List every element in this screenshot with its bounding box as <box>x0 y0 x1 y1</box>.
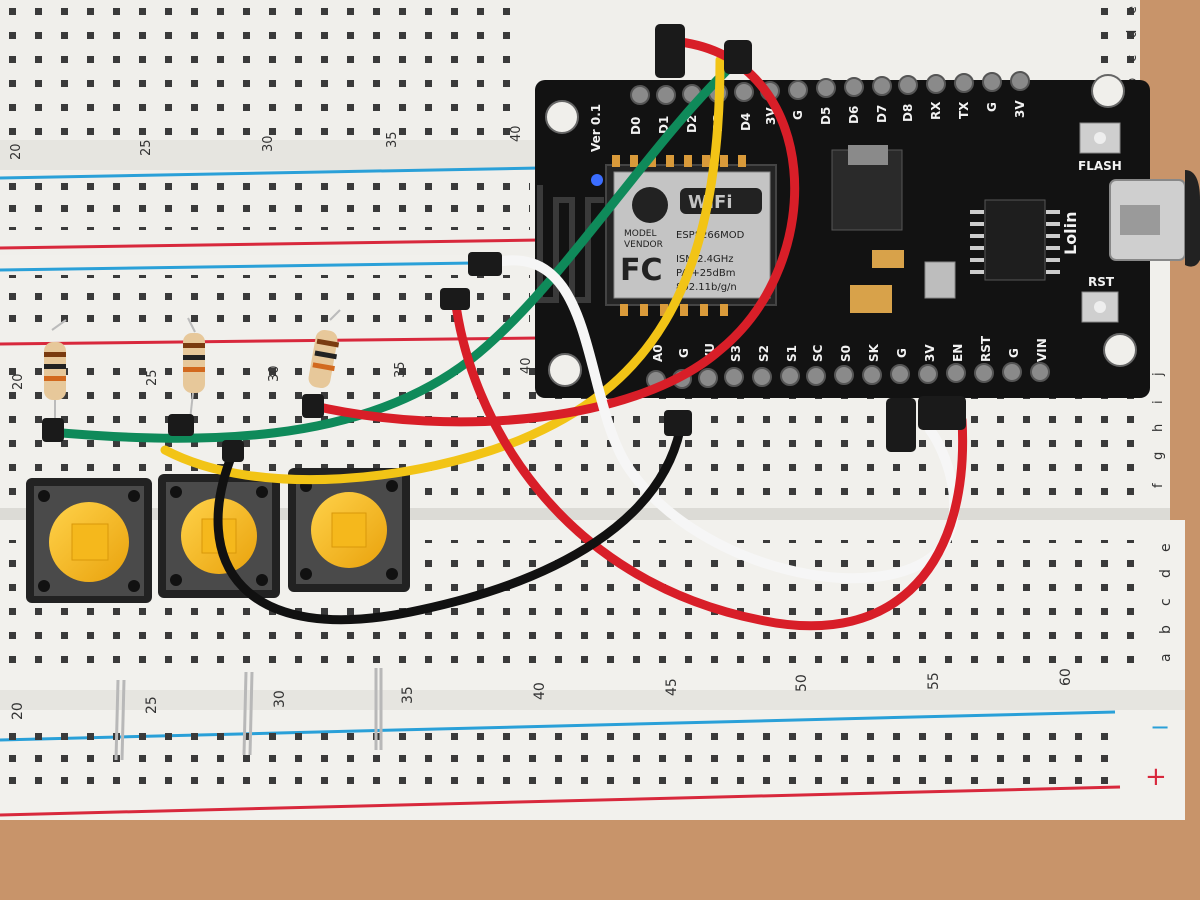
svg-text:G: G <box>985 102 999 112</box>
svg-text:30: 30 <box>272 690 288 708</box>
svg-text:c: c <box>1125 55 1140 62</box>
svg-text:VIN: VIN <box>1035 338 1049 362</box>
resistor-3 <box>308 309 341 389</box>
svg-text:ESP8266MOD: ESP8266MOD <box>676 230 745 241</box>
svg-text:45: 45 <box>664 678 680 696</box>
svg-text:MODEL: MODEL <box>624 229 656 239</box>
svg-text:50: 50 <box>794 674 810 692</box>
tantalum-capacitor-1 <box>872 250 904 268</box>
jumper-wires <box>45 37 968 631</box>
push-button-3[interactable] <box>288 468 410 592</box>
svg-text:A0: A0 <box>651 344 665 362</box>
wire-connectors <box>42 24 966 462</box>
svg-text:S0: S0 <box>839 345 853 362</box>
svg-text:a: a <box>1158 653 1174 662</box>
svg-text:e: e <box>1158 543 1174 552</box>
flash-label: FLASH <box>1078 159 1122 173</box>
rst-label: RST <box>1088 275 1115 289</box>
svg-text:D0: D0 <box>629 117 643 135</box>
svg-text:h: h <box>1151 424 1166 432</box>
nodemcu-board: D0 D1 D2 D3 D4 3V G D5 D6 D7 D8 RX TX G … <box>535 71 1200 398</box>
svg-text:PA +25dBm: PA +25dBm <box>676 268 735 279</box>
svg-text:S3: S3 <box>729 345 743 362</box>
svg-text:G: G <box>791 110 805 120</box>
svg-text:RST: RST <box>979 335 993 362</box>
svg-text:S2: S2 <box>757 345 771 362</box>
svg-text:VENDOR: VENDOR <box>624 240 663 250</box>
svg-text:ISM 2.4GHz: ISM 2.4GHz <box>676 254 734 265</box>
svg-text:D5: D5 <box>819 107 833 125</box>
svg-text:D7: D7 <box>875 105 889 123</box>
svg-text:D2: D2 <box>685 115 699 133</box>
svg-text:d: d <box>1158 569 1174 578</box>
svg-text:40: 40 <box>509 125 524 142</box>
svg-text:SK: SK <box>867 343 881 362</box>
push-button-1[interactable] <box>26 478 152 603</box>
svg-text:25: 25 <box>139 139 154 156</box>
brand-label: Lolin <box>1061 211 1080 255</box>
top-pin-labels: D0 D1 D2 D3 D4 3V G D5 D6 D7 D8 RX TX G … <box>629 100 1027 135</box>
svg-text:D8: D8 <box>901 104 915 122</box>
svg-text:20: 20 <box>9 143 24 160</box>
svg-text:20: 20 <box>10 702 26 720</box>
bottom-header-pins <box>646 362 1050 390</box>
black-wire <box>213 425 685 625</box>
crystal <box>924 261 956 299</box>
svg-text:40: 40 <box>519 357 534 374</box>
svg-text:D4: D4 <box>739 113 753 131</box>
svg-text:G: G <box>677 348 691 358</box>
svg-text:b: b <box>1158 625 1174 634</box>
svg-text:20: 20 <box>11 373 26 390</box>
svg-text:j: j <box>1151 372 1166 377</box>
svg-text:d: d <box>1125 30 1140 38</box>
column-numbers-top: 20 25 30 35 40 <box>9 125 524 160</box>
svg-text:25: 25 <box>144 696 160 714</box>
svg-text:G: G <box>1007 348 1021 358</box>
svg-text:e: e <box>1125 6 1140 14</box>
svg-text:3V: 3V <box>1013 100 1027 118</box>
resistor-legs <box>114 668 383 761</box>
svg-text:G: G <box>895 348 909 358</box>
red-wire-1 <box>305 37 800 427</box>
svg-text:f: f <box>1151 483 1166 488</box>
svg-text:c: c <box>1158 598 1174 606</box>
rail-minus-label: − <box>1150 713 1170 741</box>
svg-text:D6: D6 <box>847 106 861 124</box>
svg-text:EN: EN <box>951 344 965 362</box>
version-label: Ver 0.1 <box>589 104 603 152</box>
svg-text:3V: 3V <box>923 344 937 362</box>
svg-text:40: 40 <box>532 682 548 700</box>
svg-text:25: 25 <box>145 369 160 386</box>
svg-text:60: 60 <box>1058 668 1074 686</box>
svg-text:55: 55 <box>926 672 942 690</box>
column-numbers-bottom: 20 25 30 35 40 45 50 55 60 <box>10 668 1074 720</box>
resistor-1 <box>44 319 67 425</box>
svg-text:35: 35 <box>385 131 400 148</box>
row-letters-middle: j i h g f <box>1151 372 1166 488</box>
svg-text:S1: S1 <box>785 345 799 362</box>
column-numbers-middle: 20 25 30 35 40 <box>11 357 534 390</box>
svg-text:g: g <box>1151 452 1166 460</box>
tantalum-capacitor-2 <box>850 285 892 313</box>
svg-text:SC: SC <box>811 344 825 362</box>
svg-text:35: 35 <box>400 686 416 704</box>
blue-led <box>591 174 603 186</box>
usb-serial-chip <box>984 199 1046 281</box>
svg-text:i: i <box>1151 400 1166 404</box>
fcc-logo: FC <box>620 253 663 288</box>
top-header-pins <box>630 71 1030 105</box>
resistor-2 <box>183 317 205 421</box>
rail-plus-label: + <box>1145 762 1167 792</box>
svg-text:35: 35 <box>393 361 408 378</box>
red-wire-2 <box>450 293 968 631</box>
svg-text:802.11b/g/n: 802.11b/g/n <box>676 282 737 293</box>
yellow-wire <box>160 55 725 485</box>
svg-text:RX: RX <box>929 101 943 120</box>
usb-cable <box>1185 170 1200 267</box>
svg-text:30: 30 <box>261 135 276 152</box>
svg-text:TX: TX <box>957 101 971 119</box>
svg-text:30: 30 <box>267 365 282 382</box>
row-letters-bottom: e d c b a <box>1158 543 1174 662</box>
